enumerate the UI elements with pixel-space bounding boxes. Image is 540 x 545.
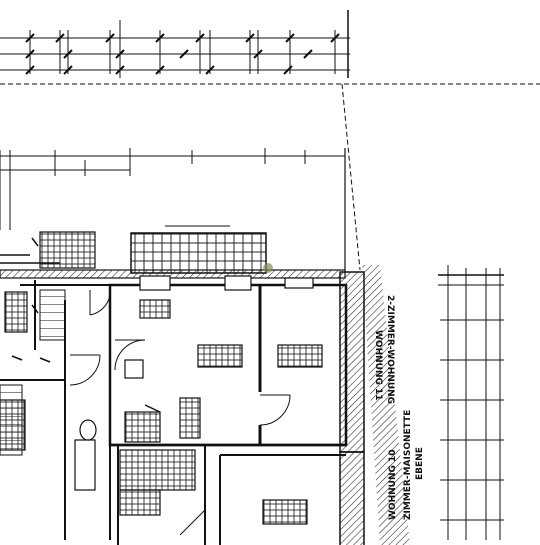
- property-boundary-line: [0, 83, 540, 271]
- mid-dimension-chain: [0, 148, 346, 270]
- right-dimension-columns: [438, 265, 504, 540]
- furniture: [0, 275, 323, 525]
- hatched-ground-strip: [362, 265, 410, 545]
- unit-label-ebene: EBENE: [415, 447, 425, 480]
- unit-label-wohnung-11: WOHNUNG 11: [373, 330, 383, 401]
- exterior-walls: [0, 269, 365, 545]
- unit-label-wohnung-10: WOHNUNG 10: [388, 449, 398, 520]
- unit-label-2-zimmer-wohnung: 2-ZIMMER-WOHNUNG: [385, 295, 395, 404]
- left-grid-marks: [0, 237, 161, 413]
- interior-walls: [0, 280, 348, 545]
- top-dimension-chains: [0, 10, 350, 78]
- terrace-tiled-area: [130, 225, 267, 274]
- top-dimension-ticks: [25, 33, 340, 75]
- door-swings: [69, 290, 291, 536]
- stair-tile-left: [39, 231, 96, 269]
- reference-marker: [263, 263, 273, 273]
- unit-label-zimmer-maisonette: ZIMMER-MAISONETTE: [403, 410, 413, 520]
